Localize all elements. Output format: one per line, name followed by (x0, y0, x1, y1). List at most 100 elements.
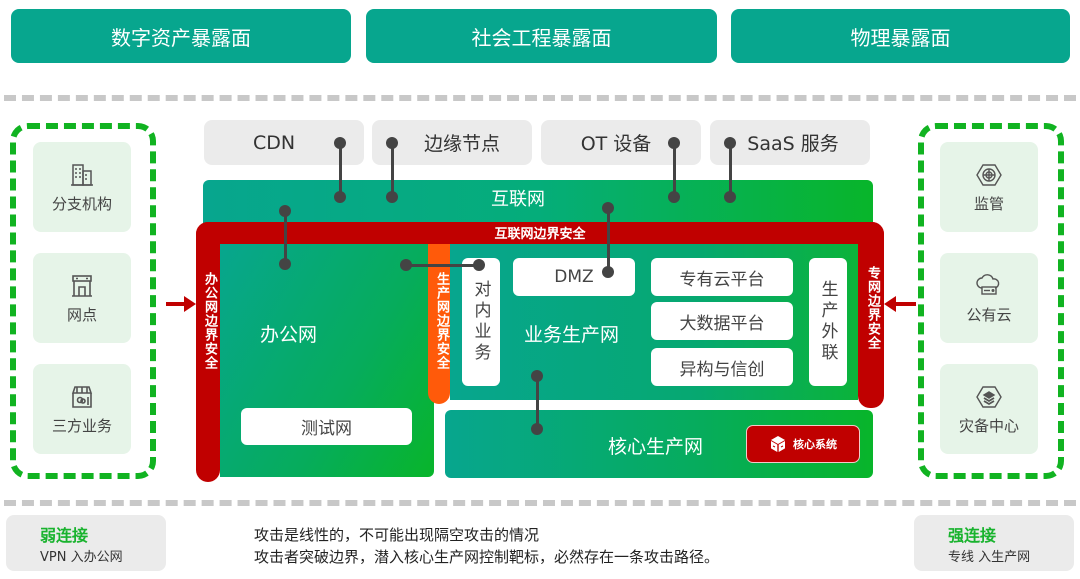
platform-label: 异构与信创 (679, 359, 765, 380)
right-item-label: 灾备中心 (958, 416, 1019, 435)
arrow-left-head-icon (884, 296, 896, 312)
right-item-regulator: 监管 (940, 142, 1038, 232)
office-border-label: 办公网边界安全 (202, 272, 217, 370)
connector-dot (386, 137, 398, 149)
connector-dot (334, 137, 346, 149)
connector-dot (334, 191, 346, 203)
left-item-branch: 分支机构 (33, 142, 131, 232)
divider-bottom (4, 500, 1076, 506)
connector-dot (473, 259, 485, 271)
right-endpoint-group (918, 123, 1064, 479)
office-building-icon (71, 163, 93, 186)
core-system-badge: 核心系统 (746, 425, 860, 463)
weak-connection-chip: 弱连接 VPN 入办公网 (6, 515, 166, 571)
surface-label: 物理暴露面 (850, 25, 951, 50)
external-link-box: 生产外联 (809, 258, 847, 386)
arrow-right-shaft (896, 302, 916, 306)
cube-icon (771, 436, 785, 452)
surface-label: 社会工程暴露面 (471, 25, 612, 50)
test-network-label: 测试网 (301, 419, 352, 439)
weak-connection-sub: VPN 入办公网 (40, 549, 123, 565)
left-item-label: 网点 (66, 305, 97, 324)
connector-dot (602, 202, 614, 214)
connector-dot (602, 266, 614, 278)
left-item-label: 三方业务 (51, 416, 112, 435)
core-production-label: 核心生产网 (608, 436, 704, 458)
internet-border-label: 互联网边界安全 (494, 227, 586, 242)
connector-dot (724, 191, 736, 203)
private-cloud-box: 专有云平台 (651, 258, 793, 296)
connector-dot (668, 191, 680, 203)
surface-label: 数字资产暴露面 (111, 25, 251, 50)
chip-saas: SaaS 服务 (710, 120, 870, 165)
connector-internet-dmz (607, 208, 610, 274)
hex-layers-icon (976, 385, 1002, 408)
heterogeneous-box: 异构与信创 (651, 348, 793, 386)
shop-awning-icon (71, 385, 93, 408)
core-system-label: 核心系统 (793, 438, 837, 451)
chip-label: CDN (252, 131, 296, 154)
left-item-label: 分支机构 (51, 194, 112, 213)
office-network-label: 办公网 (260, 324, 318, 346)
platform-label: 专有云平台 (679, 269, 765, 290)
arrow-right-head-icon (184, 296, 196, 312)
production-border-label: 生产网边界安全 (434, 272, 449, 370)
storefront-icon (72, 274, 92, 297)
note-line: 攻击者突破边界，潜入核心生产网控制靶标，必然存在一条攻击路径。 (254, 548, 720, 566)
note-line: 攻击是线性的，不可能出现隔空攻击的情况 (254, 526, 540, 544)
right-item-public-cloud: 公有云 (940, 253, 1038, 343)
production-border-bar (428, 244, 450, 404)
connector-dot (279, 258, 291, 270)
connector-ot (673, 143, 676, 198)
chip-label: 边缘节点 (423, 133, 500, 155)
hex-target-icon (976, 163, 1002, 186)
attack-path-note: 攻击是线性的，不可能出现隔空攻击的情况 攻击者突破边界，潜入核心生产网控制靶标，… (254, 524, 719, 568)
surface-physical: 物理暴露面 (731, 9, 1070, 63)
left-item-outlet: 网点 (33, 253, 131, 343)
dmz-label: DMZ (554, 267, 594, 287)
test-network-box: 测试网 (241, 408, 412, 445)
private-border-label: 专网边界安全 (865, 266, 880, 350)
connector-dot (531, 423, 543, 435)
chip-label: OT 设备 (580, 133, 652, 155)
connector-dot (400, 259, 412, 271)
strong-connection-chip: 强连接 专线 入生产网 (914, 515, 1074, 571)
internal-business-box: 对内业务 (462, 258, 500, 386)
cloud-server-icon (976, 273, 1000, 295)
surface-social-engineering: 社会工程暴露面 (366, 9, 717, 63)
left-endpoint-group (10, 123, 156, 479)
connector-cdn (339, 143, 342, 198)
divider-top (4, 95, 1076, 101)
right-item-label: 监管 (973, 194, 1004, 213)
arrow-left-shaft (166, 302, 186, 306)
business-production-label: 业务生产网 (524, 324, 620, 346)
connector-dot (386, 191, 398, 203)
dmz-box: DMZ (513, 258, 635, 296)
connector-dot (668, 137, 680, 149)
external-link-label: 生产外联 (817, 280, 838, 364)
internal-business-label: 对内业务 (470, 280, 491, 364)
connector-office-internal (406, 264, 480, 267)
connector-dot (279, 205, 291, 217)
connector-dot (531, 370, 543, 382)
left-item-third-party: 三方业务 (33, 364, 131, 454)
internet-label: 互联网 (491, 189, 545, 210)
weak-connection-title: 弱连接 (40, 525, 89, 545)
surface-digital-assets: 数字资产暴露面 (11, 9, 351, 63)
big-data-box: 大数据平台 (651, 302, 793, 340)
chip-label: SaaS 服务 (747, 133, 839, 155)
strong-connection-sub: 专线 入生产网 (948, 549, 1031, 565)
strong-connection-title: 强连接 (948, 525, 997, 545)
connector-internet-office (284, 212, 287, 264)
private-border-bar (858, 222, 884, 408)
office-border-bar (196, 222, 220, 482)
connector-biz-core (536, 376, 539, 428)
internet-border-bar (196, 222, 884, 244)
chip-edge-node: 边缘节点 (372, 120, 532, 165)
connector-edge (391, 143, 394, 198)
right-item-label: 公有云 (966, 305, 1012, 324)
platform-label: 大数据平台 (679, 313, 765, 334)
connector-dot (724, 137, 736, 149)
right-item-dr-center: 灾备中心 (940, 364, 1038, 454)
connector-saas (729, 143, 732, 198)
